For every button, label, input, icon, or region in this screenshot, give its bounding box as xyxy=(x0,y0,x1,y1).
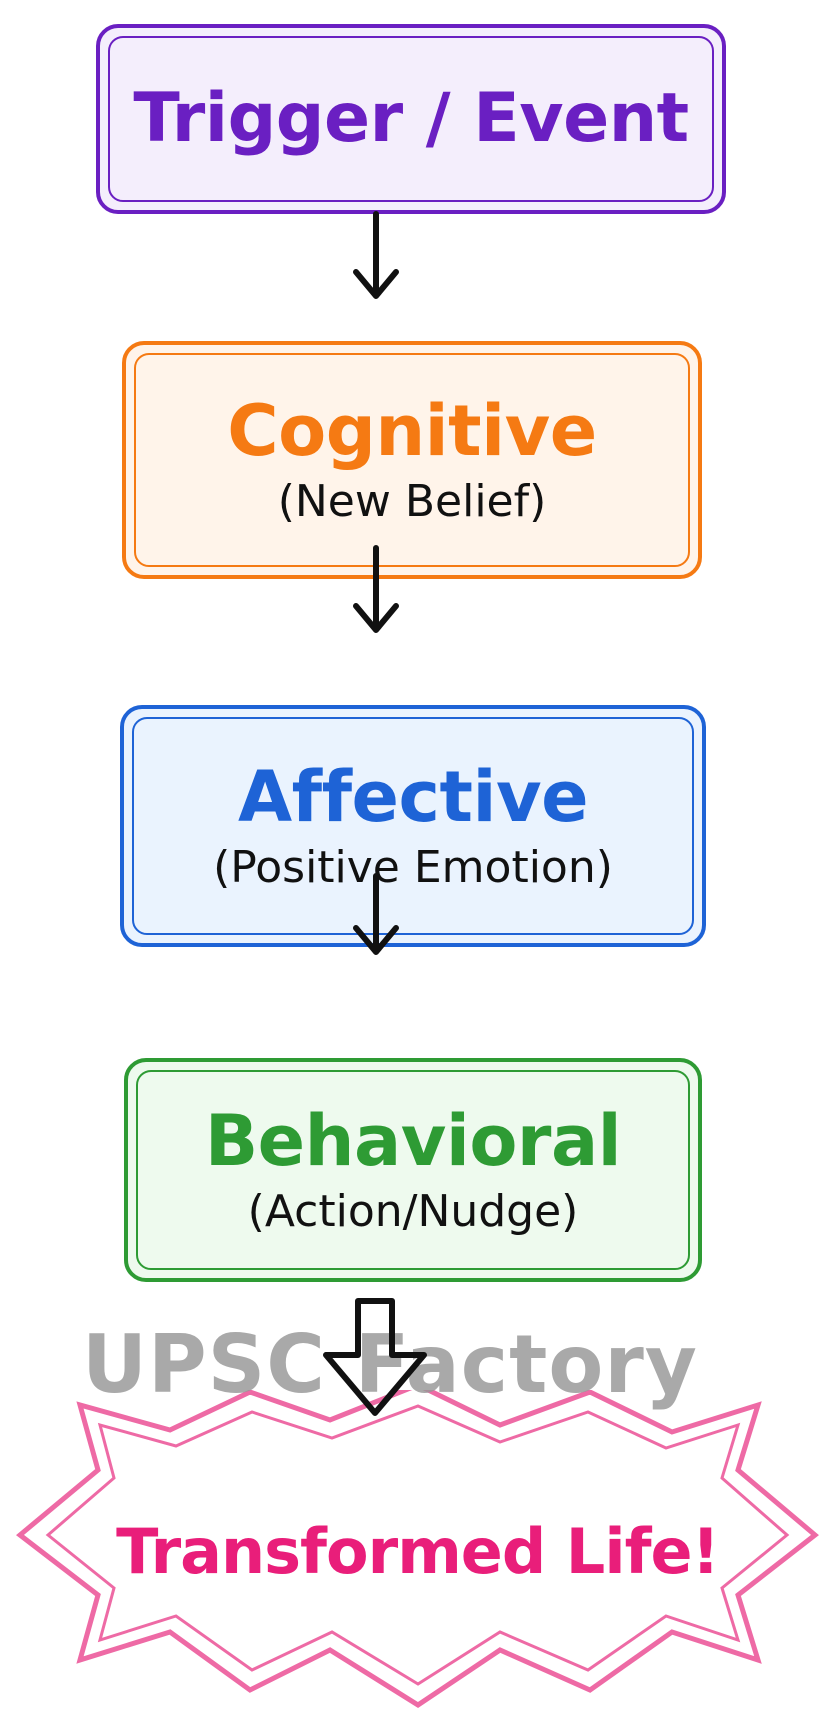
cognitive-box: Cognitive (New Belief) xyxy=(122,341,702,579)
affective-title: Affective xyxy=(237,756,589,838)
cognitive-subtitle: (New Belief) xyxy=(277,476,547,527)
arrow-down-icon xyxy=(353,873,399,955)
transformed-life-label: Transformed Life! xyxy=(116,1515,720,1588)
affective-box: Affective (Positive Emotion) xyxy=(120,705,706,947)
behavioral-box: Behavioral (Action/Nudge) xyxy=(124,1058,702,1282)
behavioral-subtitle: (Action/Nudge) xyxy=(247,1186,579,1237)
cognitive-title: Cognitive xyxy=(227,390,597,472)
trigger-event-title: Trigger / Event xyxy=(133,79,689,158)
hollow-arrow-down-icon xyxy=(323,1298,427,1416)
trigger-event-box: Trigger / Event xyxy=(96,24,726,214)
arrow-down-icon xyxy=(353,545,399,633)
behavioral-title: Behavioral xyxy=(204,1100,622,1182)
starburst-icon xyxy=(16,1390,819,1708)
arrow-down-icon xyxy=(353,211,399,299)
affective-subtitle: (Positive Emotion) xyxy=(213,842,613,893)
